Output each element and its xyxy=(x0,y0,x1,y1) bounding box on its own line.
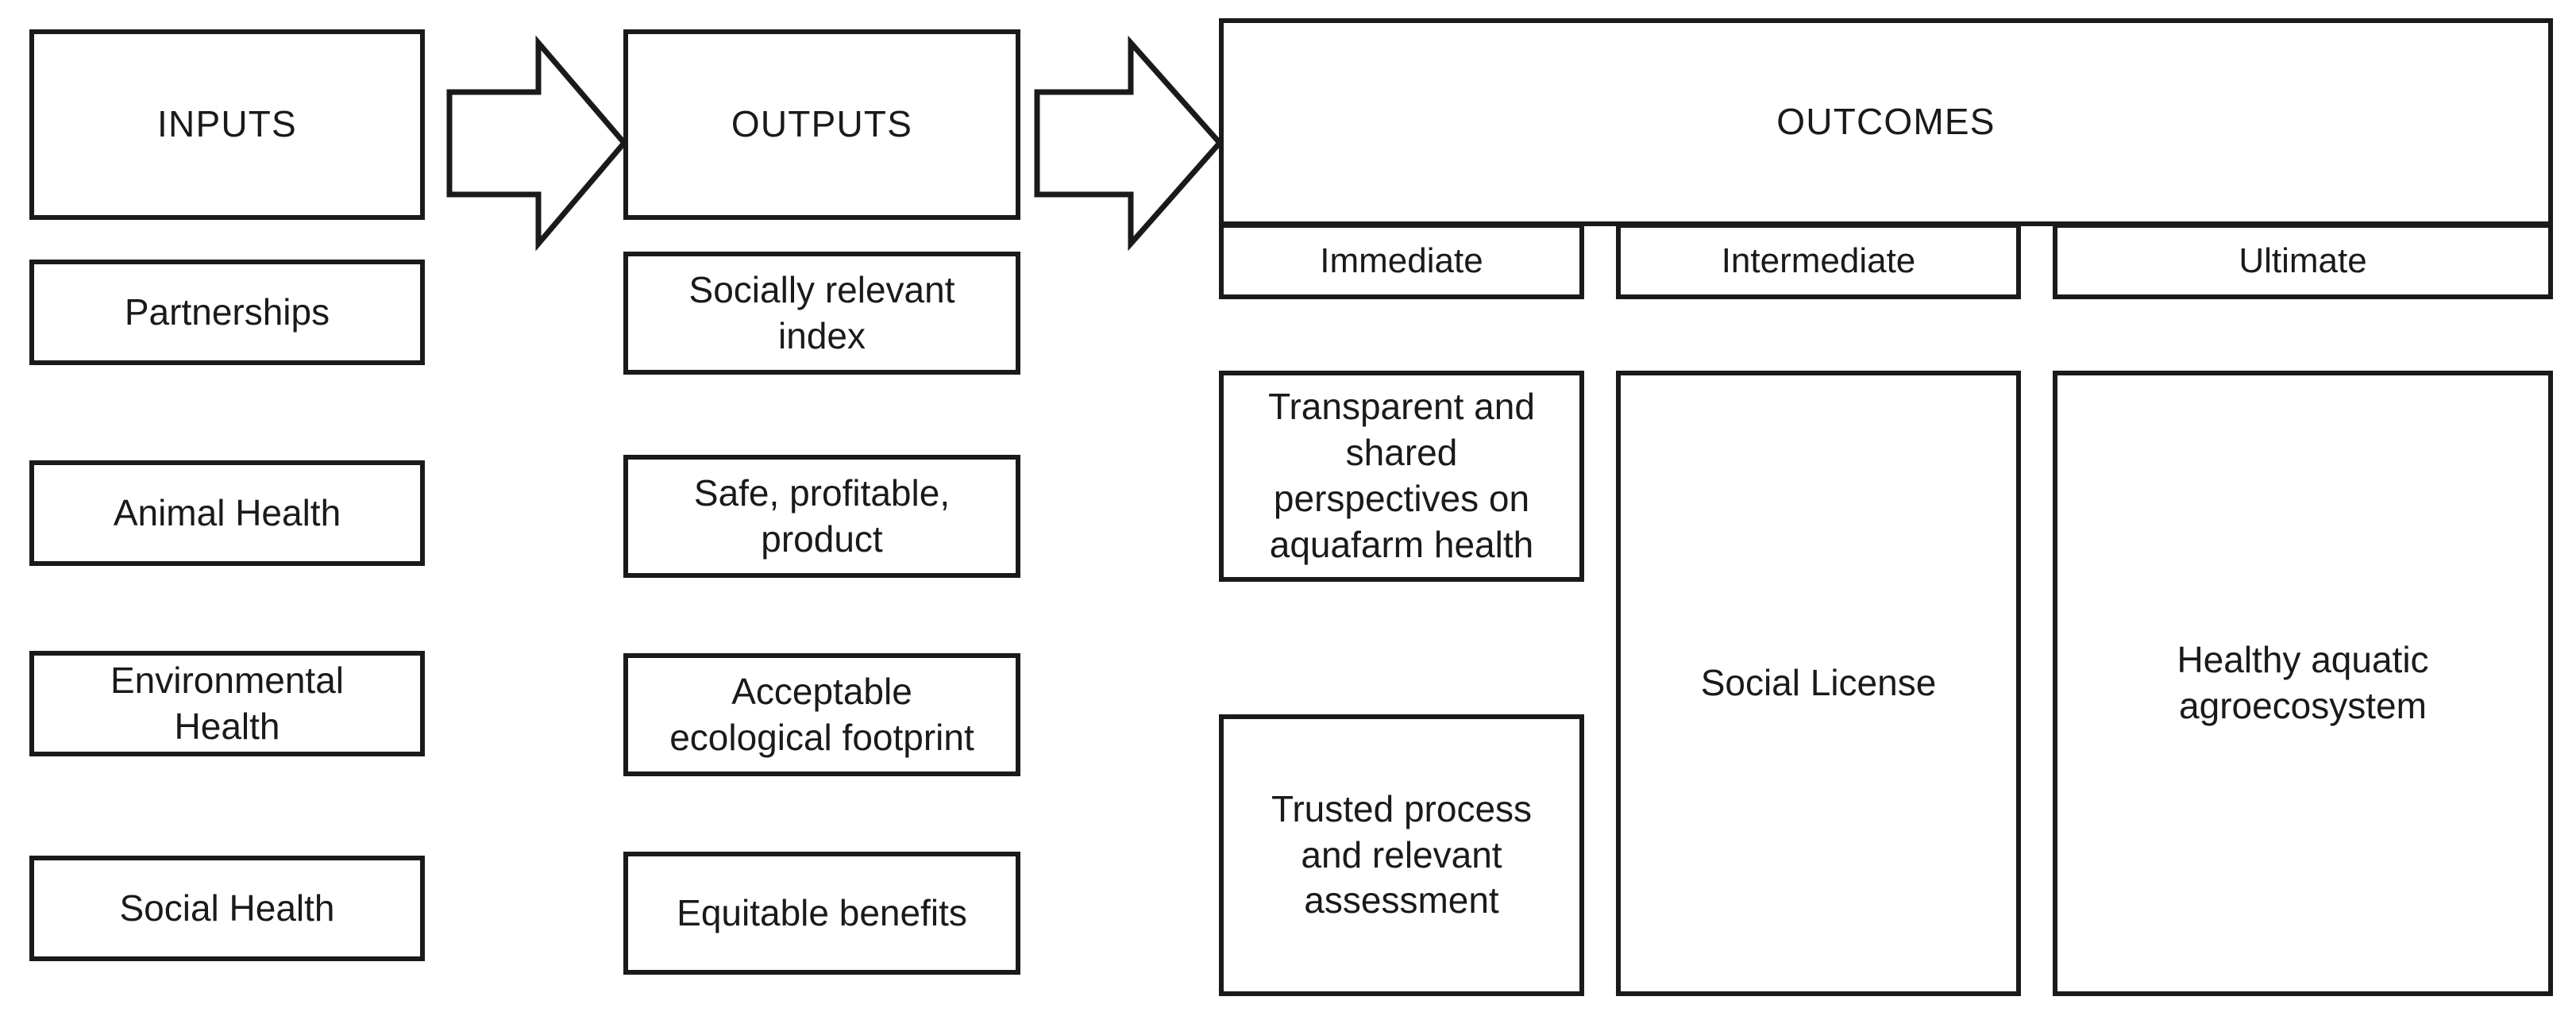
block-arrow-right-icon xyxy=(1034,35,1224,252)
inputs-item-label: Animal Health xyxy=(113,491,341,533)
outputs-item-label: Equitable benefits xyxy=(677,891,967,933)
inputs-header-label: INPUTS xyxy=(157,103,297,145)
outcomes-subheader-intermediate: Intermediate xyxy=(1616,223,2021,299)
outcomes-subheader-ultimate: Ultimate xyxy=(2053,223,2553,299)
inputs-item-label: Social Health xyxy=(119,887,335,929)
outcome-item-label: Social License xyxy=(1700,662,1937,704)
arrow-inputs-to-outputs xyxy=(445,35,628,252)
outcome-intermediate-social-license: Social License xyxy=(1616,371,2021,996)
outcome-item-label: Healthy aquatic agroecosystem xyxy=(2177,639,2429,726)
outputs-header-label: OUTPUTS xyxy=(731,103,913,145)
outcome-immediate-trusted-process: Trusted process and relevant assessment xyxy=(1219,714,1584,996)
outputs-item-acceptable-ecological-footprint: Acceptable ecological footprint xyxy=(623,653,1020,776)
outputs-item-safe-profitable-product: Safe, profitable, product xyxy=(623,455,1020,578)
outcomes-header-box: OUTCOMES xyxy=(1219,18,2553,226)
arrow-outputs-to-outcomes xyxy=(1032,35,1224,252)
inputs-item-social-health: Social Health xyxy=(29,856,425,961)
outcomes-subheader-immediate: Immediate xyxy=(1219,223,1584,299)
outcomes-subheader-label: Immediate xyxy=(1320,241,1483,281)
block-arrow-right-icon xyxy=(446,35,628,252)
inputs-header-box: INPUTS xyxy=(29,29,425,220)
inputs-item-label: Environmental Health xyxy=(110,659,345,747)
outputs-item-label: Acceptable ecological footprint xyxy=(669,670,974,758)
outcomes-subheader-label: Ultimate xyxy=(2239,241,2367,281)
outcomes-header-label: OUTCOMES xyxy=(1776,101,1996,143)
outcome-item-label: Trusted process and relevant assessment xyxy=(1271,787,1533,921)
outputs-item-label: Safe, profitable, product xyxy=(693,471,951,560)
outcome-item-label: Transparent and shared perspectives on a… xyxy=(1268,386,1535,565)
inputs-item-animal-health: Animal Health xyxy=(29,460,425,566)
inputs-item-label: Partnerships xyxy=(124,290,330,333)
outcome-immediate-transparent-shared-perspectives: Transparent and shared perspectives on a… xyxy=(1219,371,1584,582)
outputs-header-box: OUTPUTS xyxy=(623,29,1020,220)
outputs-item-equitable-benefits: Equitable benefits xyxy=(623,852,1020,975)
inputs-item-partnerships: Partnerships xyxy=(29,260,425,365)
outputs-item-label: Socially relevant index xyxy=(688,268,955,356)
inputs-item-environmental-health: Environmental Health xyxy=(29,651,425,756)
outputs-item-socially-relevant-index: Socially relevant index xyxy=(623,252,1020,375)
outcome-ultimate-healthy-aquatic-agroecosystem: Healthy aquatic agroecosystem xyxy=(2053,371,2553,996)
outcomes-subheader-label: Intermediate xyxy=(1721,241,1916,281)
